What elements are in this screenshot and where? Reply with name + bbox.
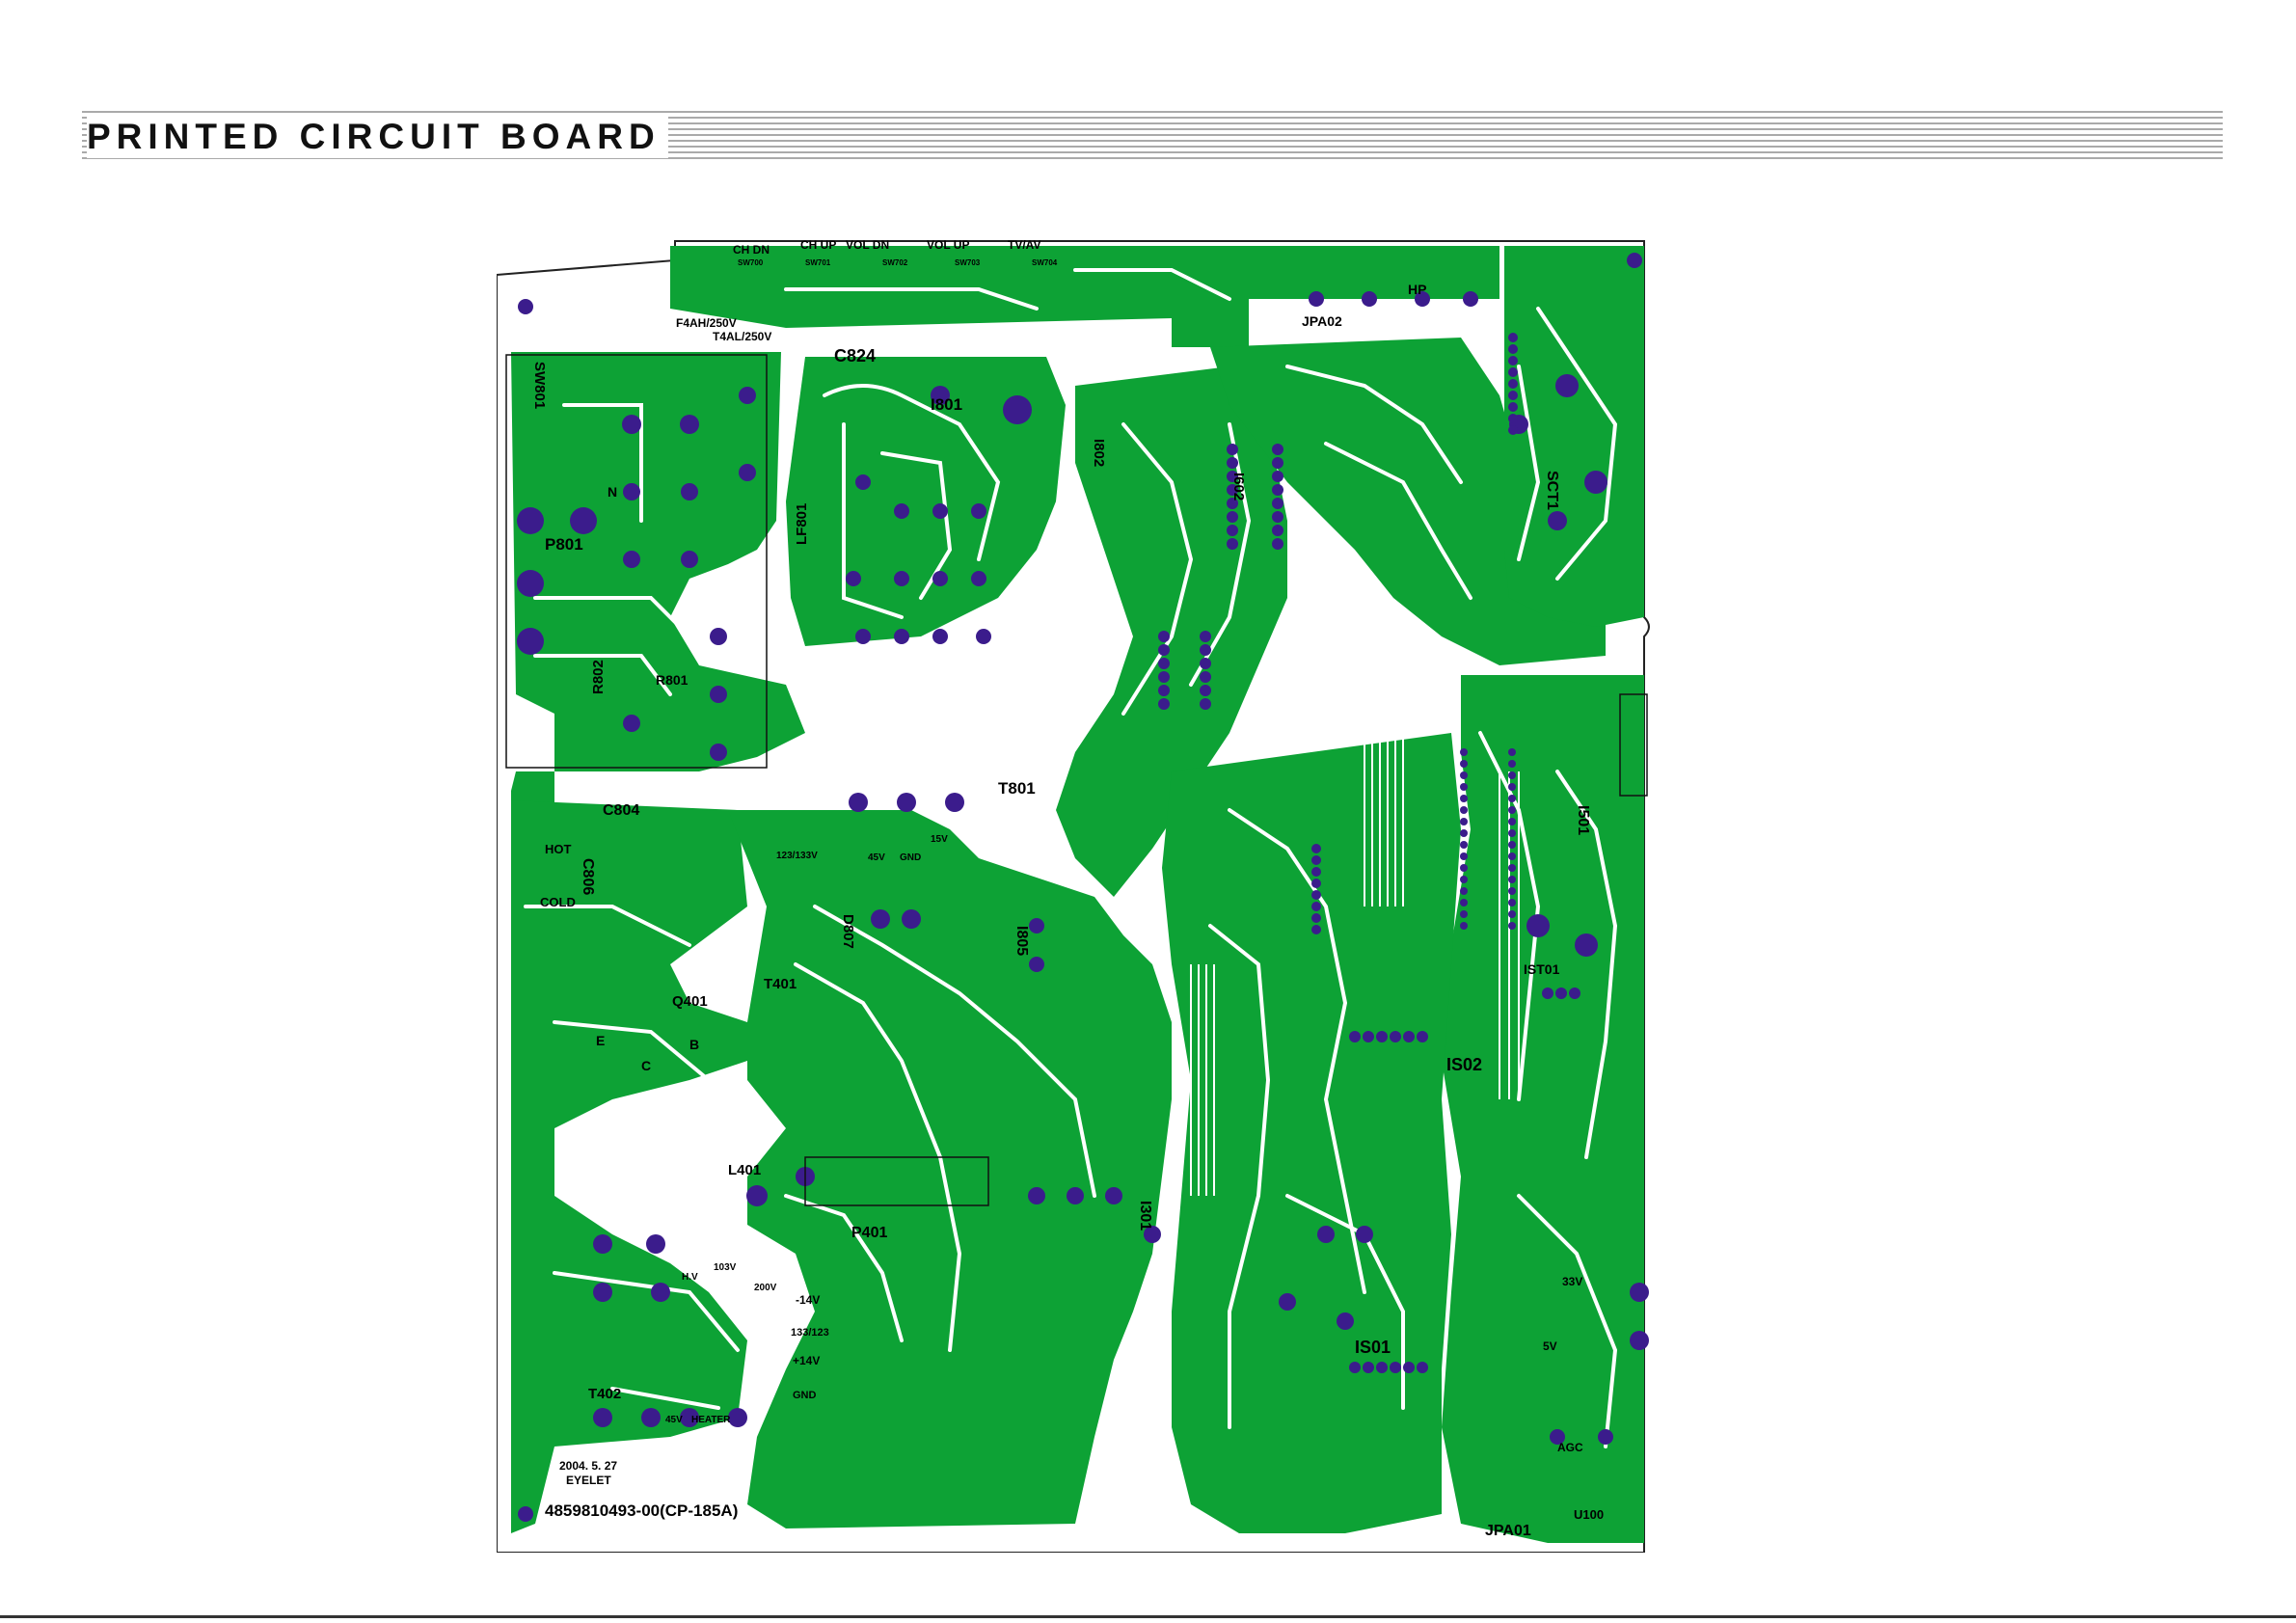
label-103v: 103V	[714, 1262, 737, 1273]
trace-gaps	[524, 268, 1618, 1448]
label-gnd2: GND	[900, 852, 921, 863]
label-u100: U100	[1574, 1507, 1604, 1522]
label-sw702: SW702	[882, 258, 908, 267]
label-c824: C824	[834, 346, 876, 365]
label-200v: 200V	[754, 1283, 777, 1293]
label-agc: AGC	[1557, 1441, 1583, 1454]
component-outlines	[505, 354, 1648, 1206]
footer-rule	[0, 1615, 2296, 1618]
label-jpa02: JPA02	[1302, 313, 1342, 329]
label-sw703: SW703	[955, 258, 981, 267]
label-n: N	[608, 484, 617, 500]
label-p14v: +14V	[793, 1354, 820, 1367]
label-i805: I805	[1013, 926, 1030, 956]
pads	[517, 253, 1649, 1522]
label-vol-dn: VOL DN	[846, 238, 889, 252]
label-tv-av: TV/AV	[1008, 238, 1040, 252]
label-123-133v: 123/133V	[776, 851, 818, 861]
label-15v: 15V	[931, 834, 948, 845]
label-i501: I501	[1575, 805, 1591, 835]
label-m14v: -14V	[796, 1293, 820, 1307]
trace-bundles	[1190, 665, 1520, 1196]
label-45v-b: 45V	[868, 852, 885, 863]
ic-pin-rows	[1158, 333, 1580, 1373]
label-i602: I602	[1230, 473, 1247, 500]
label-i301: I301	[1137, 1201, 1153, 1231]
label-r802: R802	[590, 660, 607, 694]
label-cold: COLD	[540, 895, 576, 909]
label-vol-up: VOL UP	[927, 238, 969, 252]
label-q401: Q401	[672, 993, 708, 1010]
label-sw701: SW701	[805, 258, 831, 267]
page-header: PRINTED CIRCUIT BOARD	[82, 108, 2223, 168]
label-sw700: SW700	[738, 258, 764, 267]
copper-regions	[511, 246, 1644, 1543]
label-ch-up: CH UP	[800, 238, 836, 252]
label-t401: T401	[764, 976, 797, 992]
label-d807: D807	[840, 914, 856, 949]
label-l401: L401	[728, 1162, 761, 1178]
label-is02: IS02	[1446, 1055, 1482, 1074]
label-hv: H.V	[682, 1272, 698, 1283]
label-c: C	[641, 1058, 651, 1073]
label-date: 2004. 5. 27	[559, 1459, 617, 1473]
label-p801: P801	[545, 535, 583, 554]
label-b: B	[689, 1037, 699, 1052]
label-c804: C804	[603, 802, 639, 819]
label-sw704: SW704	[1032, 258, 1058, 267]
label-i801: I801	[931, 395, 962, 414]
label-33v: 33V	[1562, 1275, 1582, 1288]
label-sw801: SW801	[531, 362, 548, 409]
label-f4ah: F4AH/250V	[676, 316, 737, 330]
label-heater: HEATER	[691, 1415, 731, 1425]
label-p401: P401	[851, 1225, 887, 1241]
label-c806: C806	[580, 858, 596, 895]
label-sct1: SCT1	[1544, 471, 1560, 510]
label-r801: R801	[656, 672, 689, 688]
label-ist01: IST01	[1524, 961, 1560, 977]
label-t801: T801	[998, 779, 1036, 798]
label-ch-dn: CH DN	[733, 243, 770, 257]
silkscreen-text: CH DN CH UP VOL DN VOL UP TV/AV SW700 SW…	[531, 238, 1604, 1539]
label-jpa01: JPA01	[1485, 1523, 1531, 1539]
label-5v: 5V	[1543, 1339, 1557, 1353]
label-hot: HOT	[545, 842, 572, 856]
label-45v: 45V	[665, 1415, 683, 1425]
label-t4al: T4AL/250V	[713, 330, 771, 343]
label-t402: T402	[588, 1386, 621, 1402]
label-eyelet: EYELET	[566, 1474, 611, 1487]
label-gnd: GND	[793, 1390, 817, 1401]
label-hp: HP	[1408, 282, 1426, 297]
label-133-123: 133/123	[791, 1327, 829, 1339]
label-lf801: LF801	[794, 503, 810, 545]
label-i802: I802	[1091, 439, 1107, 467]
page-title: PRINTED CIRCUIT BOARD	[87, 116, 668, 158]
label-part-no: 4859810493-00(CP-185A)	[545, 1501, 738, 1520]
pcb-board: CH DN CH UP VOL DN VOL UP TV/AV SW700 SW…	[497, 238, 1650, 1553]
label-is01: IS01	[1355, 1338, 1391, 1357]
label-e: E	[596, 1033, 605, 1048]
